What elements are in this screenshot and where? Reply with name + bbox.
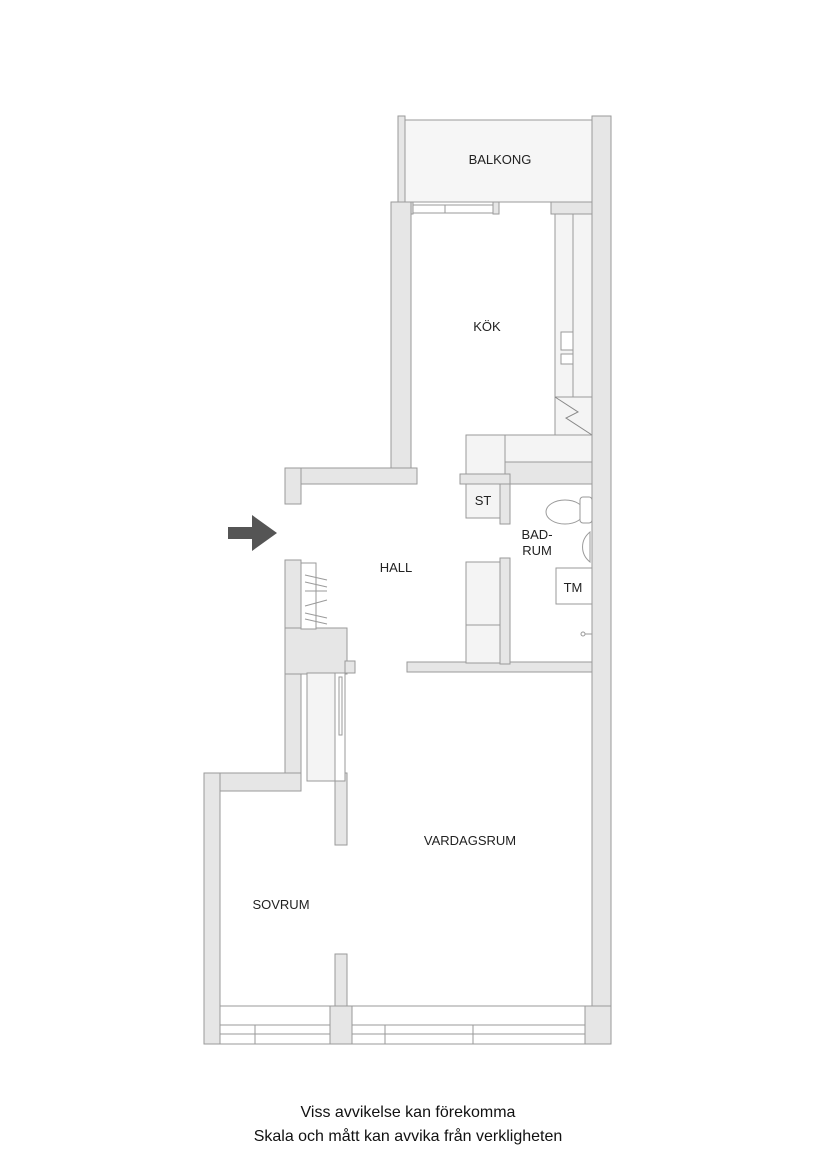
entrance-arrow-icon bbox=[228, 515, 277, 551]
wall-kitchen-west bbox=[390, 201, 412, 475]
wall-exterior-east bbox=[591, 115, 612, 1045]
wall-sovrum-west bbox=[203, 772, 221, 1045]
room-label-st: ST bbox=[475, 493, 492, 508]
wall-balcony-south-right bbox=[550, 201, 593, 215]
wall-hall-west-block bbox=[284, 627, 348, 675]
windows-south bbox=[219, 1005, 586, 1045]
wall-hall-west bbox=[284, 559, 302, 791]
wardrobe bbox=[306, 672, 346, 782]
wall-southeast bbox=[584, 1005, 612, 1045]
wall-hall-northwest bbox=[284, 467, 302, 505]
room-label-hall: HALL bbox=[380, 560, 413, 575]
room-label-balkong: BALKONG bbox=[469, 152, 532, 167]
wall-partition-upper bbox=[334, 772, 348, 846]
room-label-badrum-1: BAD- bbox=[521, 527, 552, 542]
room-label-vardagsrum: VARDAGSRUM bbox=[424, 833, 516, 848]
wall-stub bbox=[344, 660, 356, 674]
coat-rack bbox=[300, 562, 328, 630]
storage-closet bbox=[465, 483, 501, 519]
disclaimer-line-1: Viss avvikelse kan förekomma bbox=[300, 1104, 516, 1121]
bathroom-fixtures bbox=[545, 496, 593, 637]
balcony-door bbox=[412, 201, 500, 215]
wall-balcony-west bbox=[397, 115, 406, 203]
disclaimer-line-2: Skala och mått kan avvika från verklighe… bbox=[253, 1128, 563, 1145]
room-label-sovrum: SOVRUM bbox=[252, 897, 309, 912]
kitchen-counter bbox=[465, 213, 593, 475]
toilet-icon bbox=[545, 499, 585, 525]
wall-pillar-south bbox=[329, 1005, 353, 1045]
room-label-tm: TM bbox=[564, 580, 583, 595]
wall-bath-north bbox=[504, 461, 593, 485]
wall-bath-west-lower bbox=[499, 557, 511, 665]
sink-icon bbox=[582, 530, 591, 564]
room-label-badrum-2: RUM bbox=[522, 543, 552, 558]
room-label-kok: KÖK bbox=[473, 319, 501, 334]
wall-hall-north bbox=[284, 467, 418, 485]
wall-st-top bbox=[459, 473, 511, 485]
floor-plan: BALKONG KÖK ST BAD- RUM TM HALL VARDAGSR… bbox=[203, 115, 612, 1045]
balcony-floor bbox=[404, 119, 593, 203]
wall-bath-west-upper bbox=[499, 483, 511, 525]
wall-partition-lower bbox=[334, 953, 348, 1007]
hall-wardrobe bbox=[465, 561, 501, 664]
